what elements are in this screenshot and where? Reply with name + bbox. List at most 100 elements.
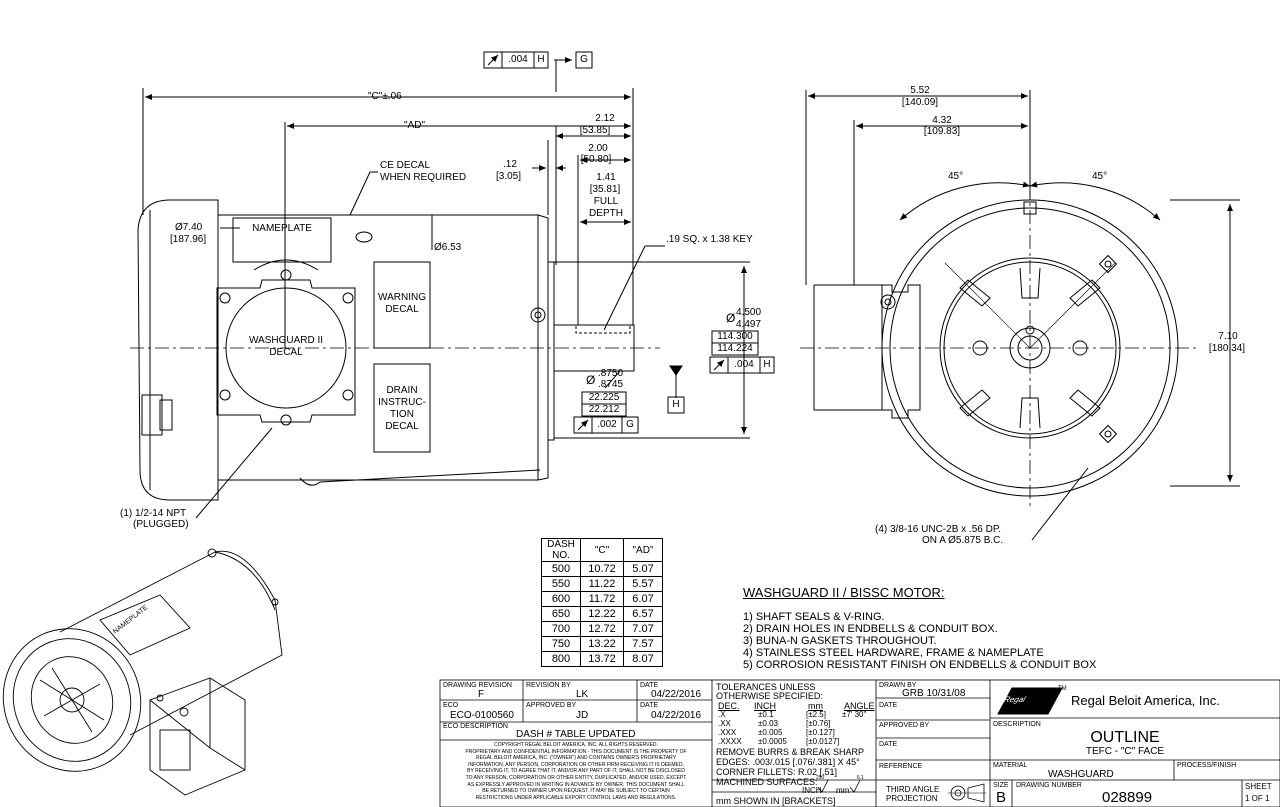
dim-212: 2.12 — [595, 113, 615, 124]
tb-tm: TM — [1058, 686, 1067, 692]
washguard-decal-1: WASHGUARD II — [248, 335, 324, 346]
dim-ad: "AD" — [404, 120, 425, 131]
tol-mm-cell: [±0.0127] — [806, 737, 840, 746]
legal-line: TO ANY PERSON, CORPORATION OR OTHER ENTI… — [465, 774, 687, 781]
dash-ad-cell: 7.07 — [623, 621, 663, 637]
tol-inch-cell: ±0.005 — [758, 728, 783, 737]
gdt-datum-g: G — [580, 54, 588, 65]
tb-approved-by-label-2: APPROVED BY — [879, 722, 930, 729]
gdt-mid-value: .004 — [734, 359, 754, 370]
tb-date-1: 04/22/2016 — [651, 689, 702, 700]
gdt-low-value: .002 — [597, 419, 617, 430]
dash-c-cell: 12.72 — [580, 621, 624, 637]
tb-drawing-revision-label: DRAWING REVISION — [443, 682, 512, 689]
dash-ad-cell: 6.07 — [623, 591, 663, 607]
pilot-dia-symbol: Ø — [726, 311, 736, 325]
dim-432-mm: [109.83] — [923, 126, 961, 137]
dash-ad-cell: 5.07 — [623, 561, 663, 577]
dash-ad-cell: 8.07 — [623, 651, 663, 667]
key-callout: .19 SQ. x 1.38 KEY — [666, 234, 753, 245]
tb-description-2: TEFC - "C" FACE — [1085, 746, 1165, 757]
dash-c-cell: 13.72 — [580, 651, 624, 667]
tb-size: B — [996, 789, 1007, 806]
tb-material-label: MATERIAL — [993, 762, 1028, 769]
tb-logo-text: Regal — [1002, 695, 1027, 704]
dim-12: .12 — [503, 159, 517, 170]
legal-line: REGAL BELOIT AMERICA, INC. ("OWNER") AND… — [475, 755, 677, 762]
dash-ad-cell: 5.57 — [623, 576, 663, 592]
tb-rough-inch: INCH — [802, 786, 822, 795]
tb-drawn-by-label: DRAWN BY — [879, 682, 917, 689]
npt-callout-2: (PLUGGED) — [133, 519, 189, 530]
warning-decal-1: WARNING — [378, 292, 426, 303]
tb-reference-label: REFERENCE — [879, 763, 923, 770]
dash-no-cell: 700 — [541, 621, 581, 637]
note-item: 3) BUNA-N GASKETS THROUGHOUT. — [743, 635, 937, 647]
dash-no-cell: 550 — [541, 576, 581, 592]
holes-callout-1: (4) 3/8-16 UNC-2B x .56 DP. — [875, 524, 1001, 535]
note-item: 2) DRAIN HOLES IN ENDBELLS & CONDUIT BOX… — [743, 623, 998, 635]
tb-revision-by-label: REVISION BY — [526, 682, 571, 689]
dim-dia740: Ø7.40 — [175, 222, 203, 233]
gdt-mid-ref: H — [763, 359, 771, 370]
tb-tol-2: OTHERWISE SPECIFIED: — [716, 691, 823, 701]
tb-approved-by: JD — [576, 710, 589, 721]
tb-tol-inch: INCH — [754, 701, 776, 711]
ce-decal-label-1: CE DECAL — [380, 160, 431, 171]
tb-eco: ECO-0100560 — [450, 710, 514, 721]
dash-table-header: DASH NO. "C" "AD" — [541, 538, 663, 562]
dash-c-cell: 11.72 — [580, 591, 624, 607]
nameplate-label: NAMEPLATE — [252, 223, 312, 234]
pilot-dia-lo: 4.497 — [736, 319, 762, 330]
dim-200-mm: [50.80] — [580, 154, 612, 165]
dash-header-no: DASH NO. — [541, 538, 581, 562]
pilot-mm-lo: 114.224 — [717, 343, 753, 354]
tol-dec-cell: .XXXX — [718, 737, 742, 746]
tb-date-label-4: DATE — [879, 741, 898, 748]
legal-line: INFORMATION. ANY PERSON, CORPORATION OR … — [468, 761, 684, 768]
dim-141: 1.41 — [596, 172, 616, 183]
tol-mm-cell: [±0.76] — [806, 719, 831, 728]
tb-tol-dec: DEC. — [718, 701, 740, 711]
shaft-dia-lo: .8745 — [598, 379, 624, 390]
npt-callout-1: (1) 1/2-14 NPT — [120, 508, 187, 519]
shaft-mm-hi: 22.225 — [588, 392, 620, 403]
note-item: 1) SHAFT SEALS & V-RING. — [743, 611, 885, 623]
dash-header-c: "C" — [580, 538, 624, 562]
legal-line: BE RETURNED TO OWNER UPON REQUEST. IT MA… — [482, 788, 670, 795]
pilot-dia-hi: 4.500 — [736, 307, 762, 318]
dash-no-cell: 500 — [541, 561, 581, 577]
tb-edges: EDGES: .003/.015 [.076/.381] X 45° — [716, 757, 860, 767]
dash-c-cell: 10.72 — [580, 561, 624, 577]
tb-eco-desc-label: ECO DESCRIPTION — [443, 723, 508, 730]
tol-inch-cell: ±0.0005 — [758, 737, 787, 746]
tb-approved-by-label: APPROVED BY — [526, 702, 577, 709]
shaft-dia-symbol: Ø — [586, 373, 596, 387]
tol-inch-cell: ±0.1 — [758, 710, 774, 719]
regal-logo — [997, 687, 1063, 715]
shaft-mm-lo: 22.212 — [588, 404, 620, 415]
tb-material: WASHGUARD — [1048, 769, 1114, 780]
shaft-dia-hi: .8750 — [598, 368, 624, 379]
drain-decal-2: INSTRUC- — [378, 397, 426, 408]
tb-tol-1: TOLERANCES UNLESS — [716, 682, 816, 692]
tb-process-label: PROCESS/FINISH — [1177, 762, 1237, 769]
note-item: 4) STAINLESS STEEL HARDWARE, FRAME & NAM… — [743, 647, 1044, 659]
tb-drawing-number-label: DRAWING NUMBER — [1016, 782, 1082, 789]
tb-legal-text: COPYRIGHT REGAL BELOIT AMERICA, INC. ALL… — [442, 742, 710, 801]
angle-45-right: 45° — [1092, 171, 1108, 182]
tol-dec-cell: .X — [718, 710, 726, 719]
dim-212-mm: [53.85] — [579, 125, 611, 136]
tb-rough-mm-val: 6.1 — [857, 775, 864, 781]
legal-line: RESTRICTIONS UNDER APPLICABLE EXPORT CON… — [475, 794, 677, 801]
drain-decal-4: DECAL — [385, 421, 419, 432]
tb-rough-inch-val: 250 — [816, 775, 825, 781]
tb-company: Regal Beloit America, Inc. — [1071, 693, 1220, 708]
tb-tol-mm: mm — [808, 701, 823, 711]
dim-12-mm: [3.05] — [496, 171, 522, 182]
pilot-mm-hi: 114.300 — [717, 331, 753, 342]
side-view-motor — [137, 199, 635, 501]
